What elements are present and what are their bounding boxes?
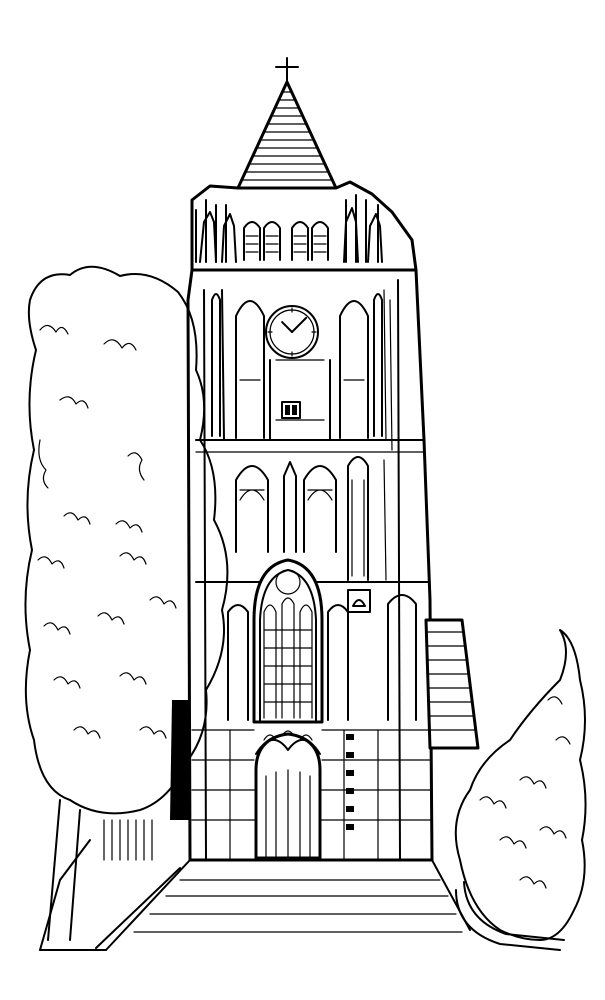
ground-path [40,840,564,950]
clock-minute-hand [292,318,306,332]
lower-tower [192,560,430,860]
belfry-windows [244,222,328,260]
right-shrub [456,630,586,940]
spire [238,58,336,188]
nave-roof [426,620,478,748]
clock-icon [266,306,318,358]
belfry [192,182,416,282]
clock-hour-hand [282,322,292,332]
leaf-marks [38,325,176,738]
quoins [346,734,354,830]
door [266,770,310,858]
middle-windows [236,457,368,580]
left-tree [25,267,227,940]
window-tracery [264,598,312,718]
shadow [170,700,190,820]
small-window [282,402,300,418]
spire-shingles [243,92,331,180]
